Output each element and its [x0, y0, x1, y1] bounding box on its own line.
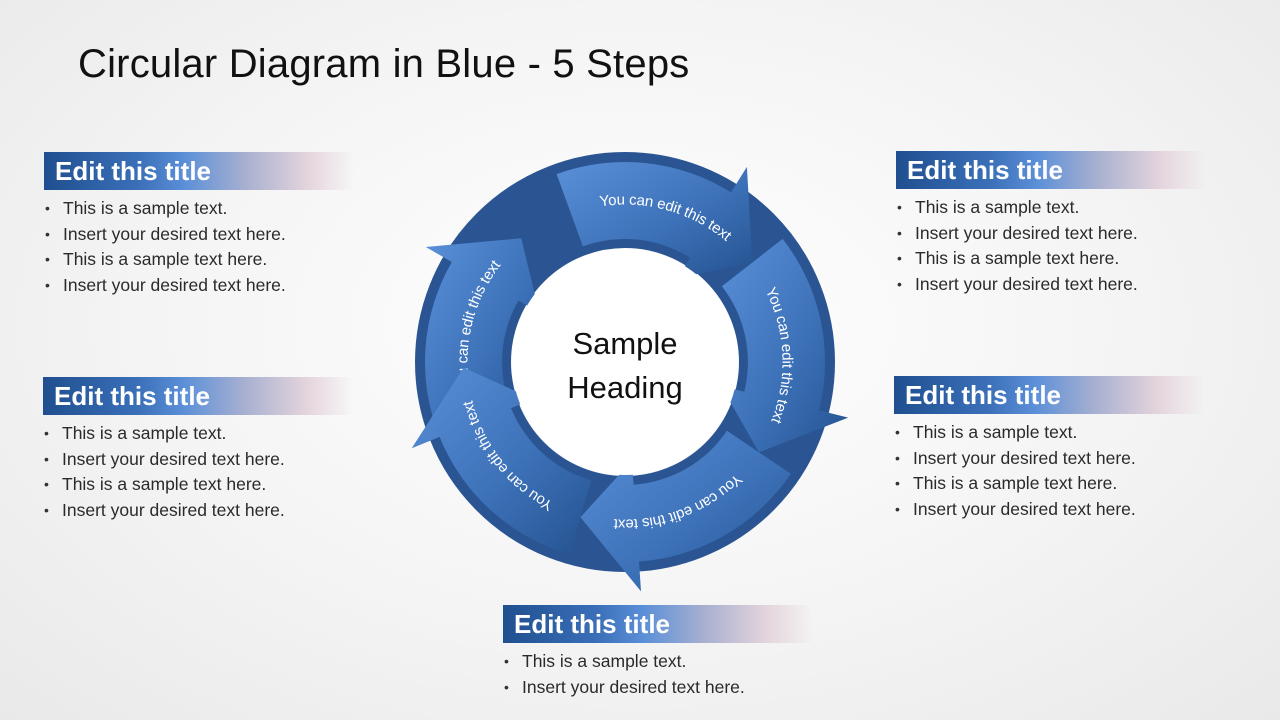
block-title[interactable]: Edit this title [894, 376, 1204, 414]
bullet-list: This is a sample text. Insert your desir… [43, 421, 353, 523]
step-arrow[interactable] [721, 238, 849, 453]
bullet-item: This is a sample text. [503, 649, 813, 675]
block-title[interactable]: Edit this title [44, 152, 354, 190]
bullet-item: Insert your desired text here. [44, 222, 354, 248]
text-block-bottom: Edit this title This is a sample text. I… [503, 605, 813, 700]
center-heading: Sample Heading [525, 322, 725, 410]
bullet-list: This is a sample text. Insert your desir… [894, 420, 1204, 522]
block-title[interactable]: Edit this title [43, 377, 353, 415]
text-block-left-top: Edit this title This is a sample text. I… [44, 152, 354, 298]
bullet-item: Insert your desired text here. [43, 498, 353, 524]
bullet-item: This is a sample text here. [43, 472, 353, 498]
block-title[interactable]: Edit this title [503, 605, 813, 643]
bullet-list: This is a sample text. Insert your desir… [44, 196, 354, 298]
center-heading-line1: Sample [572, 326, 678, 361]
bullet-item: This is a sample text here. [44, 247, 354, 273]
bullet-item: This is a sample text here. [896, 246, 1206, 272]
bullet-item: Insert your desired text here. [894, 497, 1204, 523]
text-block-left-bottom: Edit this title This is a sample text. I… [43, 377, 353, 523]
text-block-right-bottom: Edit this title This is a sample text. I… [894, 376, 1204, 522]
block-title[interactable]: Edit this title [896, 151, 1206, 189]
bullet-item: Insert your desired text here. [44, 273, 354, 299]
bullet-item: Insert your desired text here. [894, 446, 1204, 472]
bullet-item: Insert your desired text here. [896, 221, 1206, 247]
step-arrow[interactable] [580, 430, 791, 592]
step-arrow[interactable] [556, 162, 753, 278]
step-arrow[interactable] [411, 367, 592, 555]
bullet-item: Insert your desired text here. [43, 447, 353, 473]
bullet-item: Insert your desired text here. [896, 272, 1206, 298]
bullet-item: This is a sample text. [894, 420, 1204, 446]
bullet-item: This is a sample text here. [894, 471, 1204, 497]
center-heading-line2: Heading [567, 370, 683, 405]
center-disc [512, 249, 738, 475]
bullet-list: This is a sample text. Insert your desir… [896, 195, 1206, 297]
slide-title: Circular Diagram in Blue - 5 Steps [78, 42, 690, 86]
bullet-item: This is a sample text. [44, 196, 354, 222]
bullet-item: This is a sample text. [43, 421, 353, 447]
text-block-right-top: Edit this title This is a sample text. I… [896, 151, 1206, 297]
bullet-item: This is a sample text. [896, 195, 1206, 221]
bullet-item: Insert your desired text here. [503, 675, 813, 701]
bullet-list: This is a sample text. Insert your desir… [503, 649, 813, 700]
